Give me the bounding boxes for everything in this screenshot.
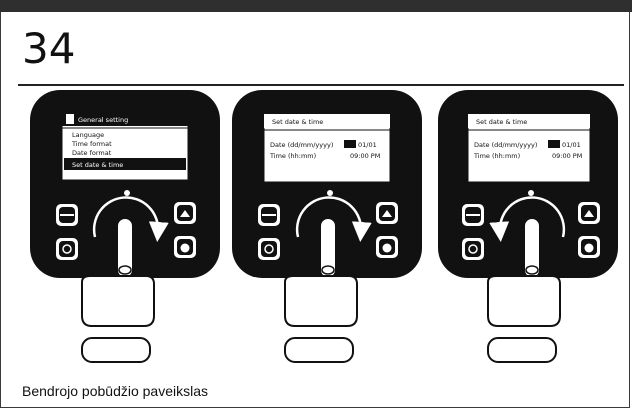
- lcd-row-value: 01/01: [358, 141, 377, 149]
- thermometer-icon[interactable]: [56, 238, 78, 260]
- menu-icon[interactable]: [56, 204, 78, 226]
- lcd-screen: Set date & time Date (dd/mm/yyyy) 01/01 …: [467, 113, 591, 183]
- thermometer-icon[interactable]: [258, 238, 280, 260]
- home-icon[interactable]: [578, 202, 600, 224]
- pointing-hand-icon: [284, 217, 358, 363]
- lcd-row-label: Date (dd/mm/yyyy): [474, 141, 537, 149]
- power-icon[interactable]: [376, 236, 398, 258]
- controller-device-2: Set date & time Date (dd/mm/yyyy) 01/01 …: [232, 90, 422, 363]
- lcd-menu-item: Time format: [71, 140, 112, 148]
- home-icon[interactable]: [376, 202, 398, 224]
- lcd-screen: Set date & time Date (dd/mm/yyyy) 01/01 …: [263, 113, 391, 183]
- step-number: 34: [22, 24, 76, 73]
- menu-icon[interactable]: [462, 204, 484, 226]
- lcd-title: Set date & time: [272, 118, 323, 126]
- lcd-row-label: Time (hh:mm): [269, 152, 316, 160]
- power-icon[interactable]: [174, 236, 196, 258]
- lcd-row-label: Time (hh:mm): [473, 152, 520, 160]
- lcd-row-value: 09:00 PM: [350, 152, 380, 160]
- pointing-hand-icon: [487, 217, 561, 363]
- lcd-row-label: Date (dd/mm/yyyy): [270, 141, 333, 149]
- thermometer-icon[interactable]: [462, 238, 484, 260]
- header-divider: [18, 84, 624, 86]
- figure-caption: Bendrojo pobūdžio paveikslas: [22, 383, 209, 399]
- home-icon[interactable]: [174, 202, 196, 224]
- lcd-screen: General setting Language Time format Dat…: [61, 111, 189, 181]
- pointing-hand-icon: [81, 217, 155, 363]
- lcd-menu-item: Language: [72, 131, 104, 139]
- lcd-row-value: 01/01: [562, 141, 581, 149]
- menu-icon[interactable]: [258, 204, 280, 226]
- controller-device-3: Set date & time Date (dd/mm/yyyy) 01/01 …: [438, 90, 618, 363]
- lcd-title: General setting: [78, 116, 128, 124]
- lcd-menu-item-selected: Set date & time: [72, 161, 123, 169]
- controller-device-1: General setting Language Time format Dat…: [30, 90, 220, 363]
- lcd-menu-item: Date format: [72, 149, 112, 157]
- lcd-row-value: 09:00 PM: [552, 152, 582, 160]
- card-top-bar: [0, 0, 632, 12]
- lcd-title: Set date & time: [476, 118, 527, 126]
- power-icon[interactable]: [578, 236, 600, 258]
